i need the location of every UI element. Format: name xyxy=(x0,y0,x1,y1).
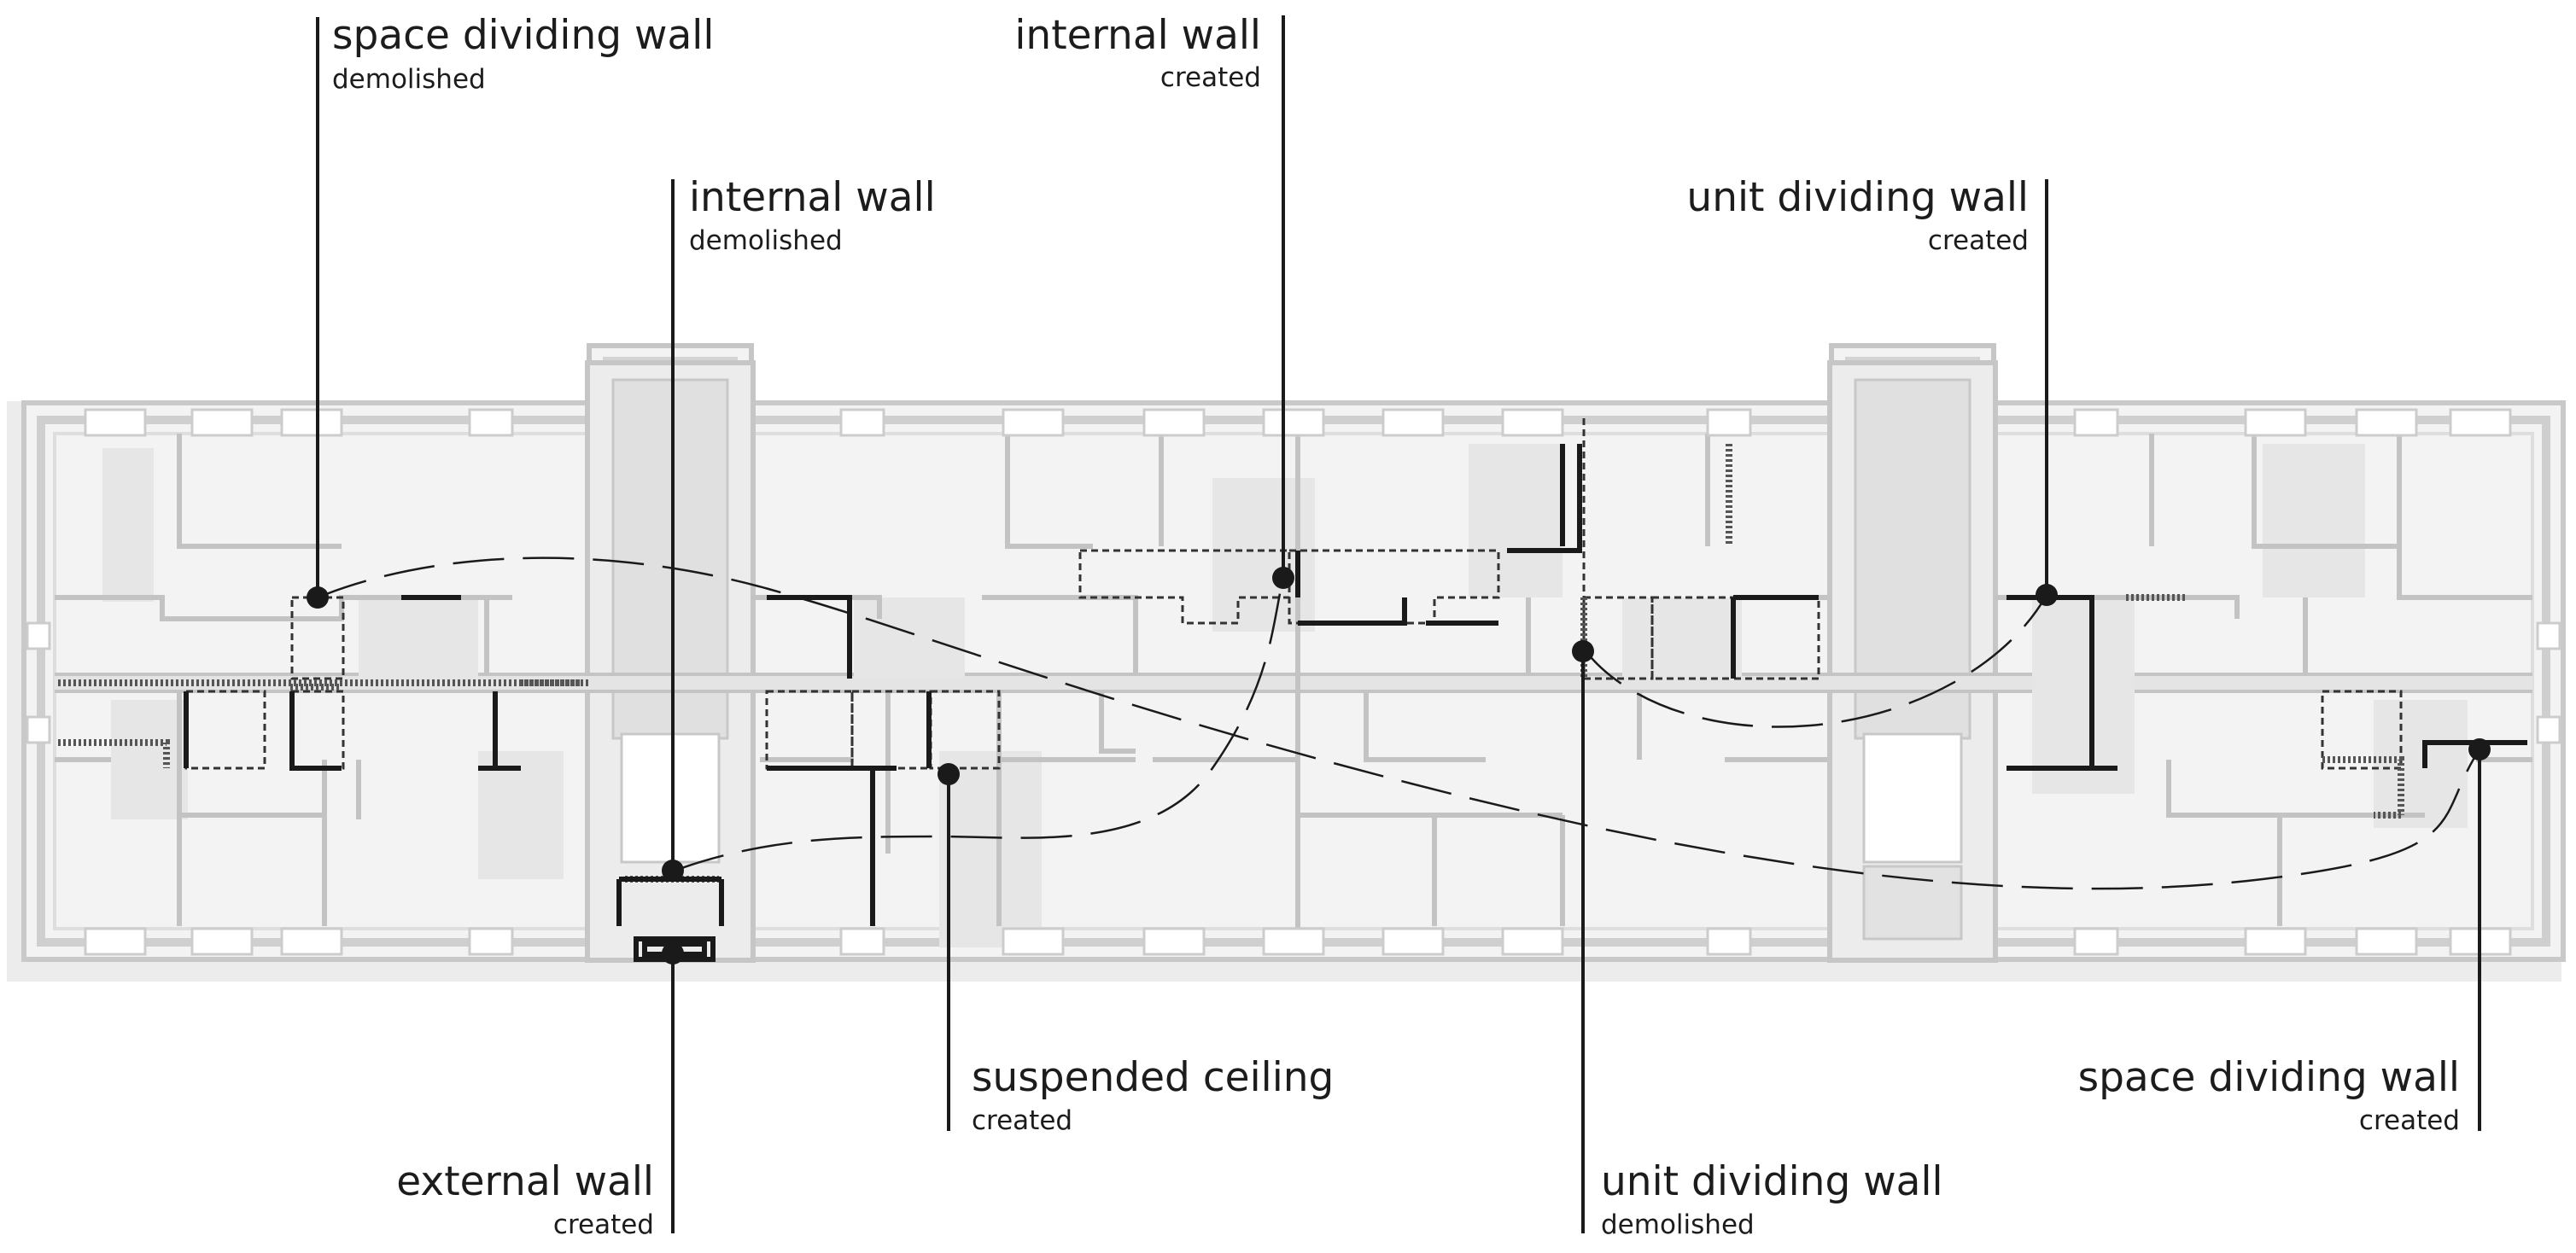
leader-lines xyxy=(316,15,2481,1233)
label-unit-dividing-wall-created: unit dividing wall created xyxy=(1686,174,2029,256)
label-space-dividing-wall-demolished: space dividing wall demolished xyxy=(332,12,714,95)
label-subtitle: created xyxy=(1928,225,2029,256)
label-subtitle: created xyxy=(2359,1105,2460,1136)
window-openings xyxy=(26,408,2561,956)
label-title: unit dividing wall xyxy=(1686,174,2029,221)
label-subtitle: demolished xyxy=(1601,1209,1755,1240)
label-subtitle: demolished xyxy=(689,225,843,256)
label-title: suspended ceiling xyxy=(972,1054,1334,1101)
label-space-dividing-wall-created: space dividing wall created xyxy=(2078,1054,2460,1136)
curve-internal-walls xyxy=(674,577,1285,872)
marker-unit-dividing-wall-created xyxy=(2036,584,2058,606)
label-suspended-ceiling-created: suspended ceiling created xyxy=(972,1054,1334,1136)
label-internal-wall-created: internal wall created xyxy=(1014,12,1261,93)
marker-external-wall-created xyxy=(662,942,684,965)
marker-internal-wall-created xyxy=(1272,567,1294,589)
label-unit-dividing-wall-demolished: unit dividing wall demolished xyxy=(1601,1158,1943,1240)
marker-unit-dividing-wall-demolished xyxy=(1572,640,1594,662)
marker-space-dividing-wall-created xyxy=(2468,738,2491,761)
label-subtitle: created xyxy=(972,1105,1072,1136)
label-title: internal wall xyxy=(1014,12,1261,59)
label-title: internal wall xyxy=(689,174,936,221)
label-title: space dividing wall xyxy=(2078,1054,2460,1101)
created-walls xyxy=(184,444,2527,962)
label-subtitle: created xyxy=(1160,62,1261,93)
existing-walls xyxy=(55,434,2532,930)
label-subtitle: created xyxy=(553,1209,654,1240)
stair-core-right xyxy=(1827,343,1998,963)
marker-space-dividing-wall-demolished xyxy=(307,586,329,609)
labels: space dividing wall demolished internal … xyxy=(332,12,2460,1240)
label-internal-wall-demolished: internal wall demolished xyxy=(689,174,936,256)
label-title: unit dividing wall xyxy=(1601,1158,1943,1205)
label-external-wall-created: external wall created xyxy=(396,1158,654,1240)
curve-unit-dividing-walls xyxy=(1583,594,2048,728)
marker-suspended-ceiling-created xyxy=(938,763,960,785)
marker-dots xyxy=(307,567,2491,965)
label-title: external wall xyxy=(396,1158,654,1205)
marker-internal-wall-demolished xyxy=(662,860,684,882)
curve-space-dividing-walls xyxy=(317,557,2481,890)
label-title: space dividing wall xyxy=(332,12,714,59)
label-subtitle: demolished xyxy=(332,64,486,95)
connection-curves xyxy=(317,557,2481,890)
